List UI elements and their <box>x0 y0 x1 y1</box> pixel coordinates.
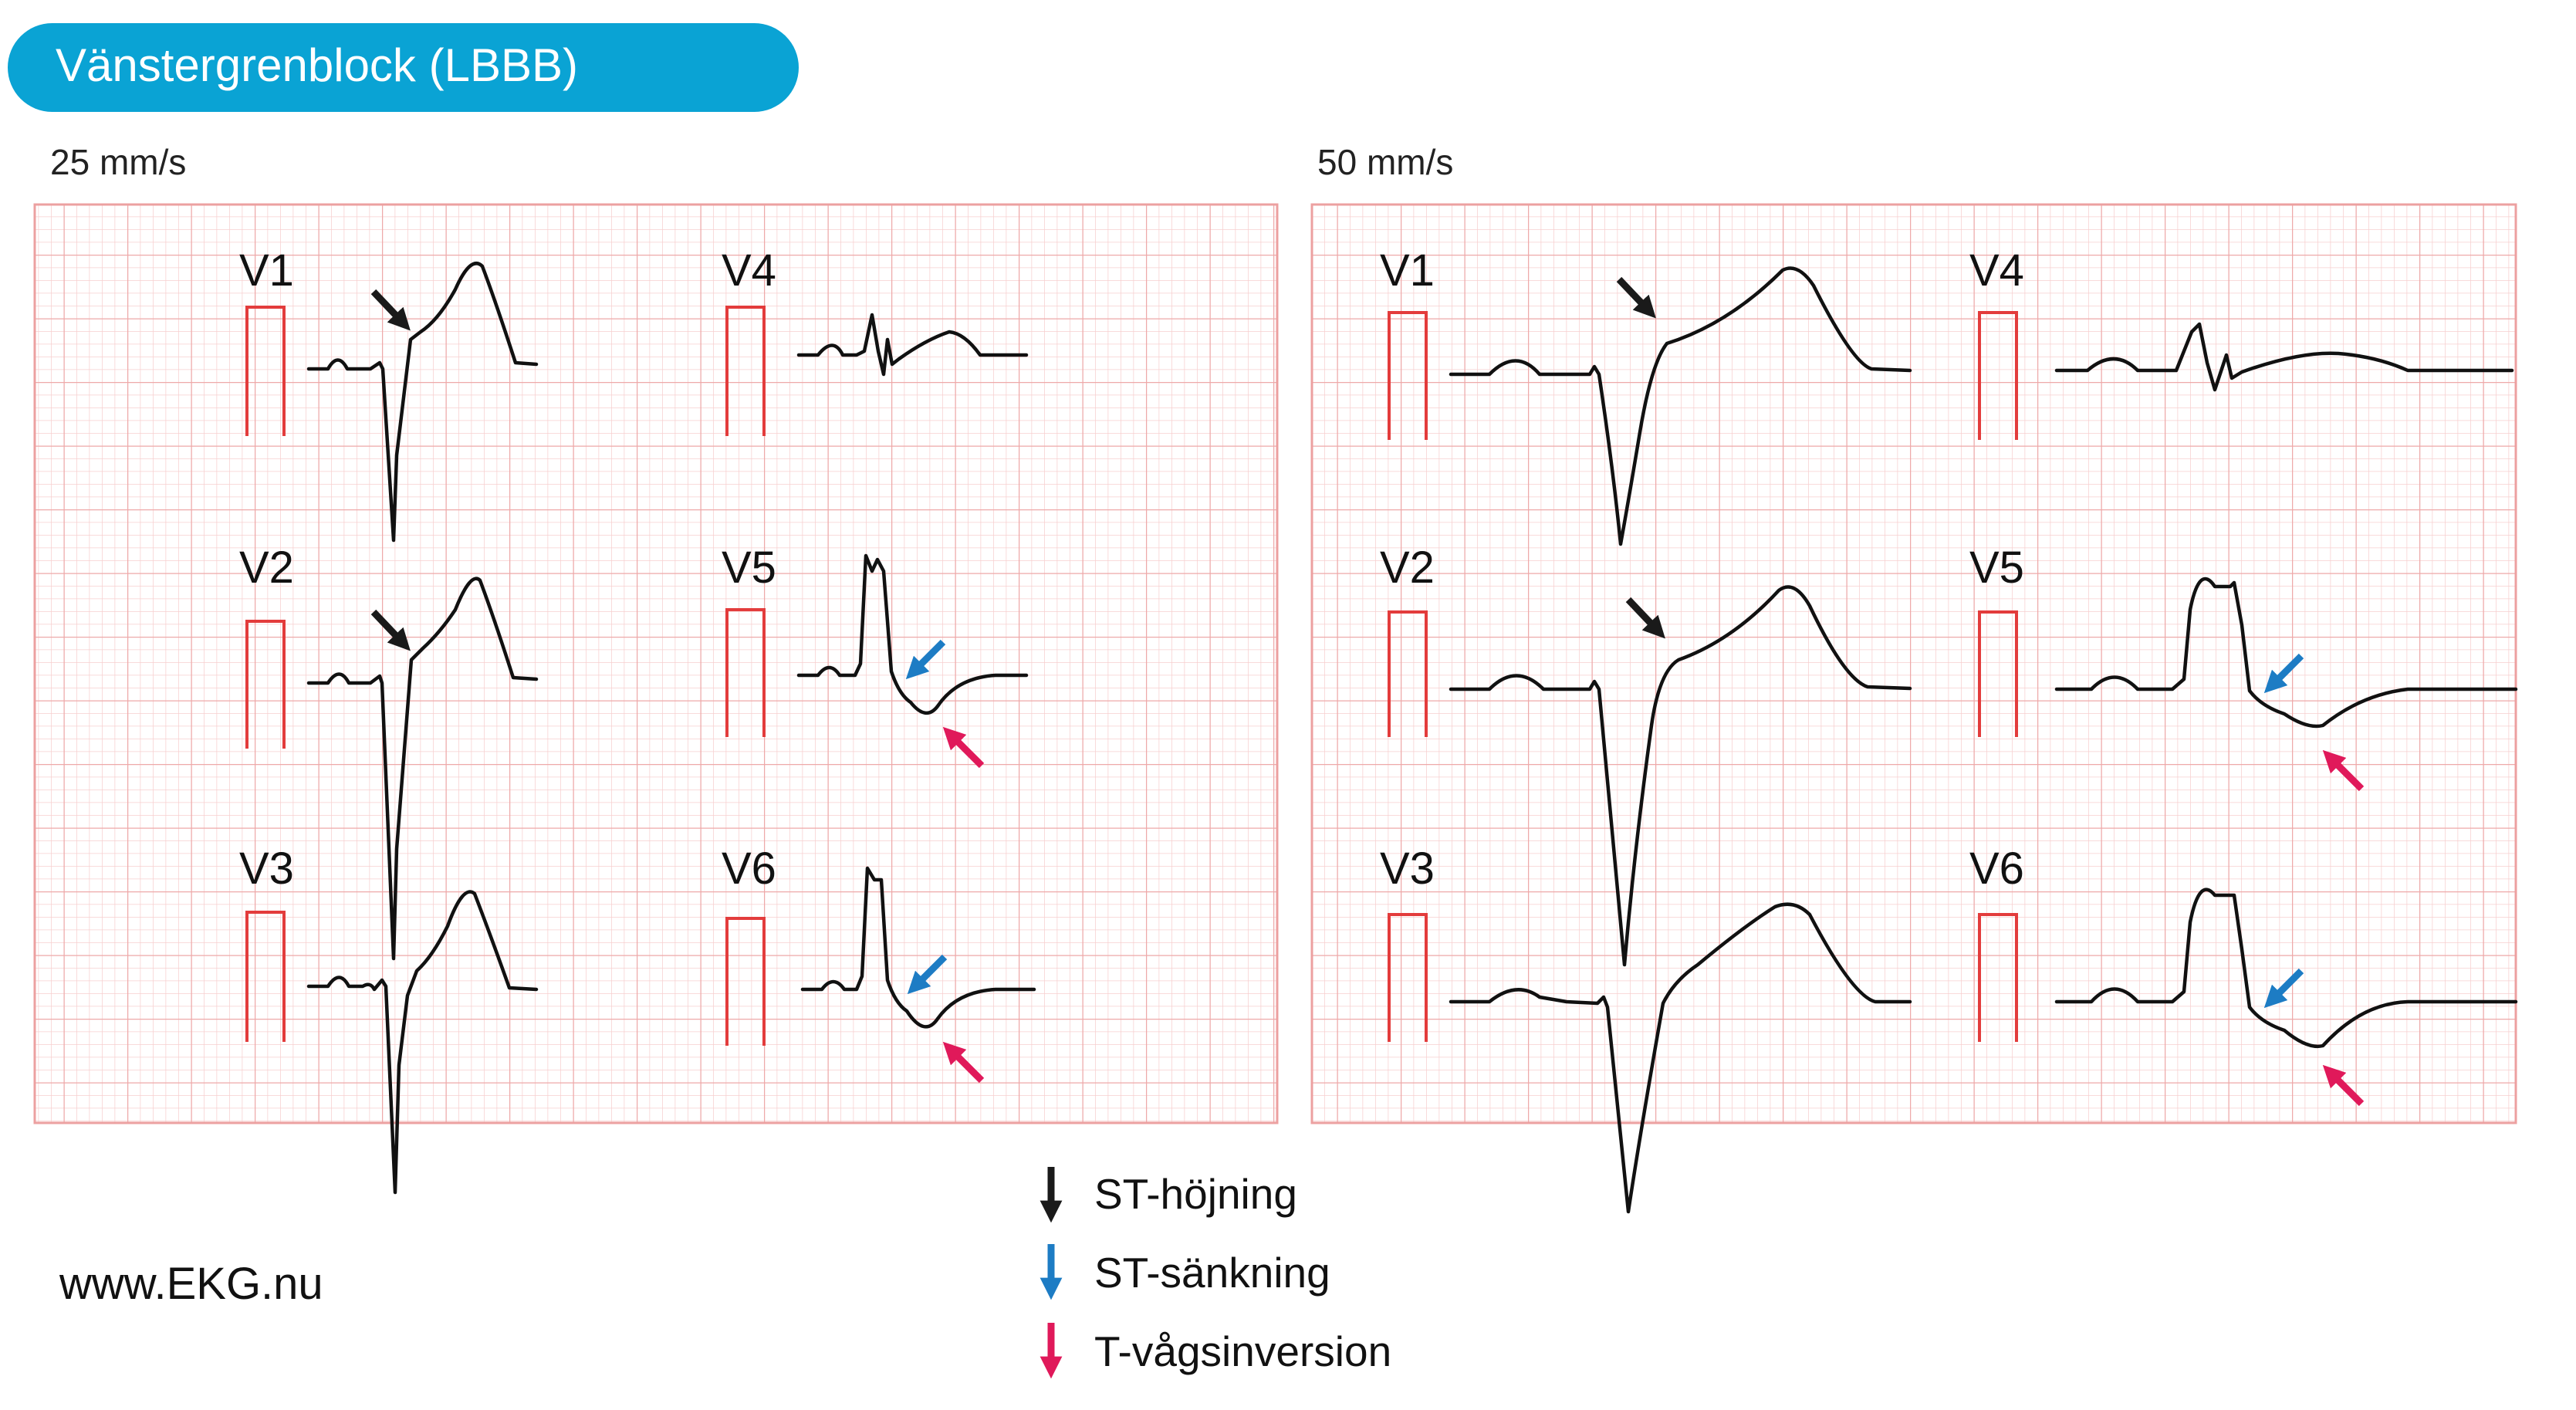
calibration-pulse <box>1388 610 1428 737</box>
speed-label-25: 25 mm/s <box>50 142 187 182</box>
ecg-trace-v3 <box>1449 902 1912 1214</box>
t-inversion-arrow <box>942 726 985 769</box>
t-inversion-arrow <box>942 1041 985 1084</box>
st-elevation-arrow <box>1625 597 1665 639</box>
grid-panel-25 <box>33 203 1279 1124</box>
calibration-pulse <box>245 306 286 436</box>
st-depression-arrow <box>905 639 946 680</box>
lead-label-v5: V5 <box>1969 543 2024 593</box>
st-depression-arrow <box>907 954 948 995</box>
ecg-trace-v6 <box>2054 888 2518 1049</box>
lead-label-v1: V1 <box>1380 245 1435 296</box>
speed-label-50: 50 mm/s <box>1317 142 1454 182</box>
lead-label-v1: V1 <box>239 245 294 296</box>
ecg-trace-v4 <box>2054 322 2514 392</box>
website-link[interactable]: www.EKG.nu <box>59 1259 323 1309</box>
calibration-pulse <box>725 306 766 436</box>
ecg-trace-v1 <box>306 262 539 543</box>
calibration-pulse <box>725 608 766 737</box>
st-depression-arrow <box>2263 653 2304 694</box>
lead-label-v3: V3 <box>1380 844 1435 894</box>
lead-label-v6: V6 <box>1969 844 2024 894</box>
t-inversion-arrow <box>2322 749 2365 792</box>
ecg-trace-v2 <box>1449 585 1912 967</box>
ecg-trace-v3 <box>306 890 539 1195</box>
ecg-trace-v2 <box>306 577 539 961</box>
lead-label-v6: V6 <box>722 844 776 894</box>
legend-label-st-depression: ST-sänkning <box>1094 1249 1330 1297</box>
ecg-trace-v5 <box>796 553 1029 715</box>
lead-label-v2: V2 <box>239 543 294 593</box>
title-banner <box>8 23 799 112</box>
grid-panel-50 <box>1310 203 2517 1124</box>
calibration-pulse <box>1388 913 1428 1042</box>
lead-label-v2: V2 <box>1380 543 1435 593</box>
page-title: Vänstergrenblock (LBBB) <box>56 39 578 91</box>
calibration-pulse <box>1388 311 1428 440</box>
st-depression-arrow <box>2263 968 2304 1009</box>
legend-label-t-inversion: T-vågsinversion <box>1094 1327 1392 1375</box>
st-elevation-arrow <box>370 289 411 331</box>
calibration-pulse <box>1978 311 2018 440</box>
ecg-trace-v5 <box>2054 577 2518 729</box>
legend-label-st-elevation: ST-höjning <box>1094 1170 1297 1218</box>
lead-label-v3: V3 <box>239 844 294 894</box>
ecg-trace-v6 <box>800 866 1036 1029</box>
st-elevation-arrow <box>370 609 411 651</box>
calibration-pulse <box>725 917 766 1046</box>
calibration-pulse <box>1978 913 2018 1042</box>
calibration-pulse <box>1978 610 2018 737</box>
calibration-pulse <box>245 911 286 1042</box>
ecg-trace-v1 <box>1449 266 1912 546</box>
ecg-trace-v4 <box>796 313 1029 377</box>
lead-label-v4: V4 <box>722 245 776 296</box>
st-elevation-arrow <box>1616 276 1656 319</box>
lead-label-v5: V5 <box>722 543 776 593</box>
lead-label-v4: V4 <box>1969 245 2024 296</box>
calibration-pulse <box>245 620 286 749</box>
t-inversion-arrow <box>2322 1064 2365 1107</box>
